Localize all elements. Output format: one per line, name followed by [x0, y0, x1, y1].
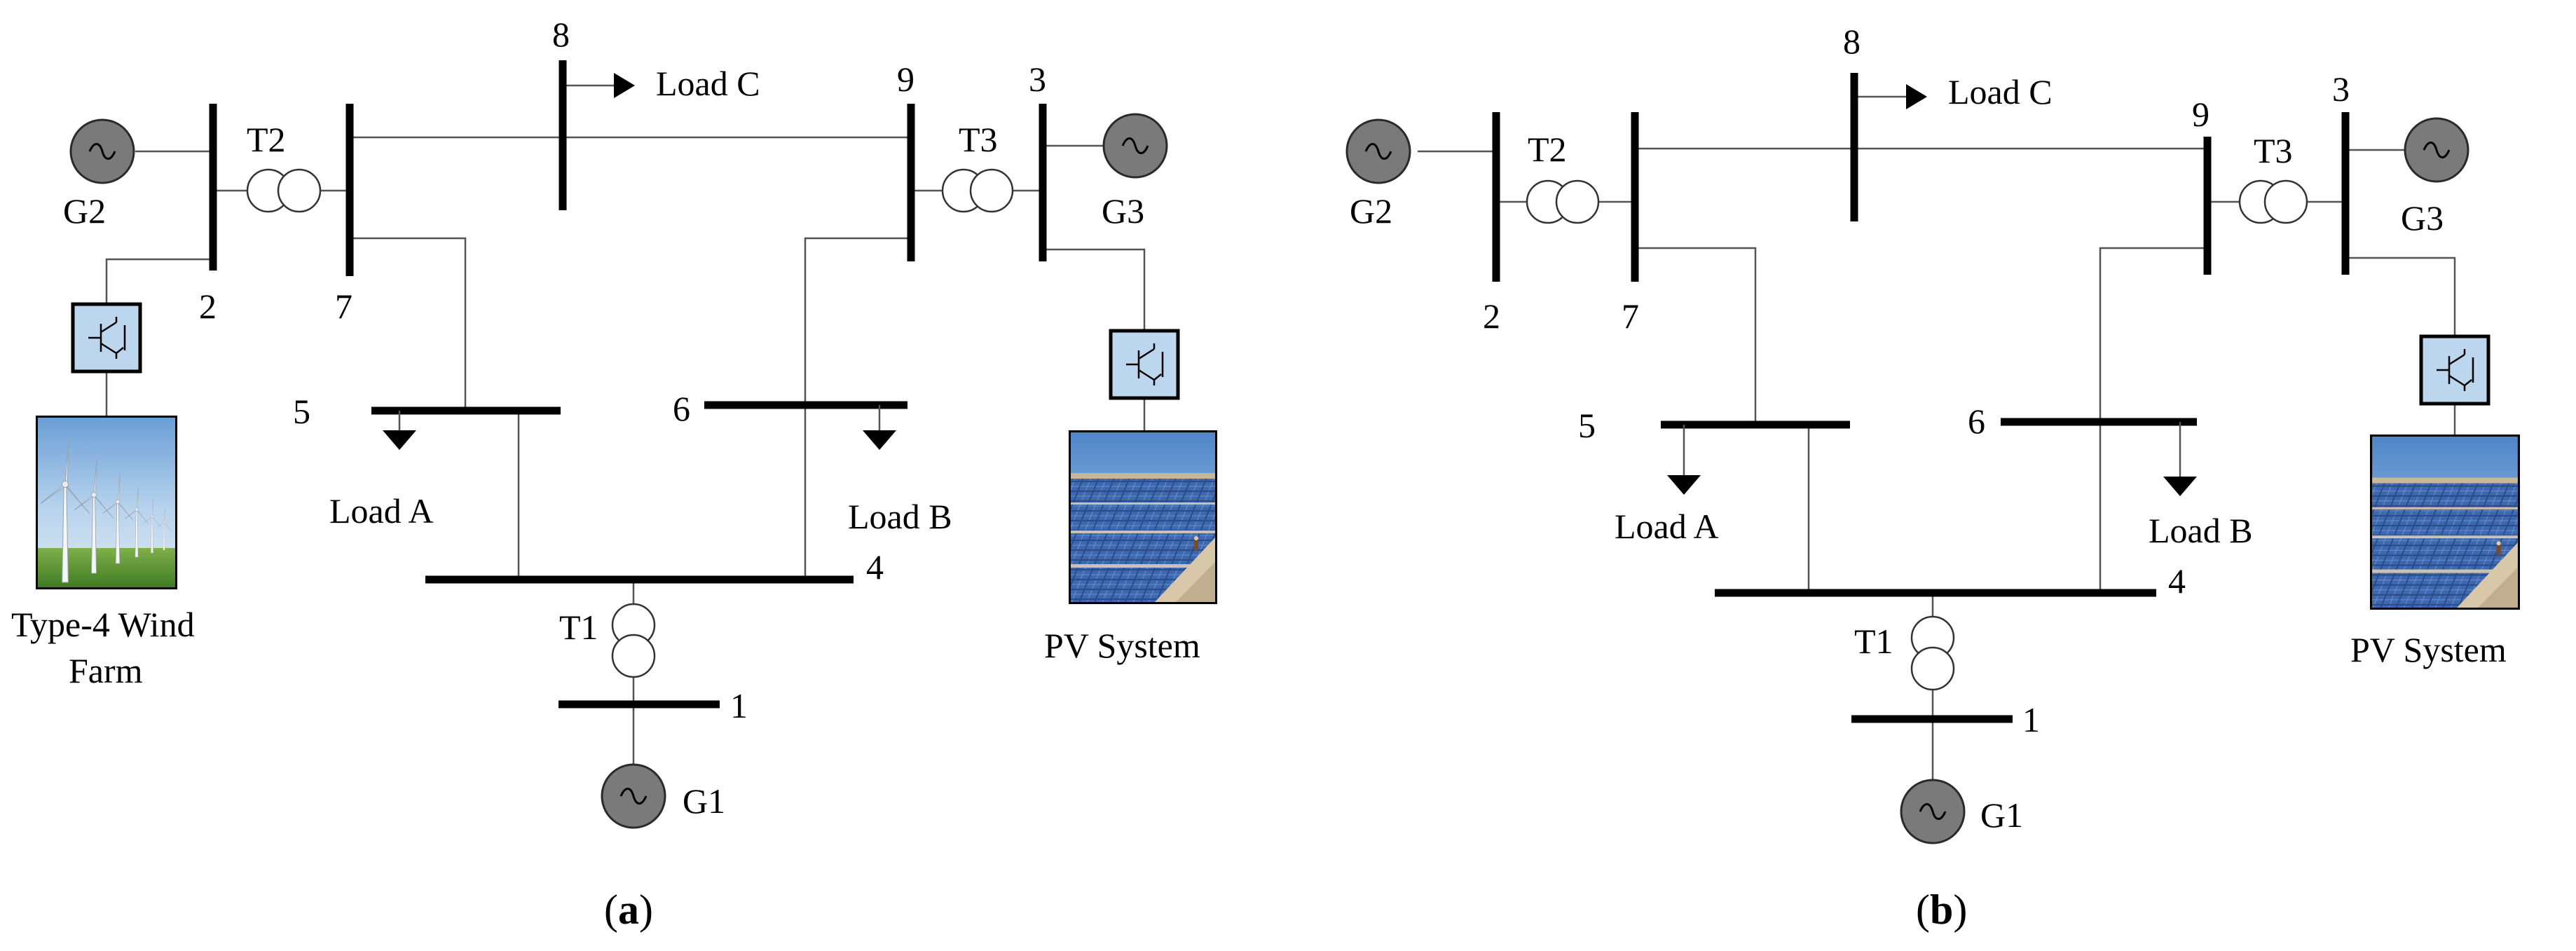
bus-label-5: 5: [1578, 406, 1596, 445]
transformer-t2-icon: [246, 168, 322, 213]
bus-label-3: 3: [2332, 69, 2350, 109]
load-c-arrow-icon: [1906, 84, 1927, 109]
load-a-label: Load A: [1615, 507, 1719, 546]
wind-farm-photo-icon: [36, 416, 177, 589]
load-a-arrow-icon: [1667, 425, 1701, 495]
transformer-t1-icon: [611, 603, 656, 678]
transformer-label-t2: T2: [1528, 130, 1567, 169]
wire-bus9-bus6: [2099, 247, 2207, 422]
panel-caption-b: (b): [1916, 887, 1967, 933]
wire-bus9-bus6: [804, 237, 911, 405]
generator-g3-icon: [1102, 113, 1168, 179]
wire-bus7-bus5: [350, 237, 467, 411]
pv-converter-icon: [1109, 329, 1180, 400]
generator-label-g1: G1: [683, 781, 725, 821]
generator-label-g1: G1: [1980, 795, 2023, 835]
wire-bus3-pv-converter: [2345, 256, 2456, 336]
bus-label-7: 7: [1622, 296, 1639, 336]
transformer-t1-icon: [1910, 615, 1955, 691]
generator-g3-icon: [2404, 117, 2469, 183]
bus-label-9: 9: [2192, 95, 2210, 134]
generator-g2-icon: [1345, 118, 1411, 184]
load-c-arrow-icon: [614, 73, 635, 98]
load-b-label: Load B: [848, 497, 952, 536]
generator-g2-icon: [69, 118, 135, 184]
load-b-arrow-icon: [2163, 422, 2197, 496]
bus-label-2: 2: [1483, 296, 1500, 336]
generator-label-g3: G3: [2401, 198, 2444, 238]
bus-label-5: 5: [293, 392, 310, 431]
transformer-t3-icon: [941, 168, 1014, 213]
transformer-label-t3: T3: [959, 120, 998, 159]
wire-bus2-wind-converter: [105, 258, 213, 304]
load-a-label: Load A: [329, 491, 434, 531]
panel-caption-b-letter: b: [1930, 887, 1953, 933]
generator-label-g2: G2: [1350, 191, 1392, 231]
pv-system-photo-icon: [1069, 430, 1217, 604]
load-a-arrow-icon: [383, 411, 416, 450]
generator-g1-icon: [1900, 779, 1966, 844]
bus-label-8: 8: [552, 15, 570, 54]
bus-label-6: 6: [673, 389, 690, 428]
wire-bus3-pv-converter: [1043, 248, 1146, 331]
panel-caption-a: (a): [604, 887, 653, 933]
load-b-arrow-icon: [863, 405, 896, 450]
pv-system-photo-icon: [2370, 435, 2520, 610]
bus-label-9: 9: [897, 60, 914, 99]
bus-label-7: 7: [335, 287, 352, 326]
generator-g1-icon: [601, 763, 666, 829]
load-b-label: Load B: [2149, 511, 2253, 550]
panel-caption-a-letter: a: [618, 887, 639, 933]
panel-a: 8 Load C 9 3 T2 T3 G2 G3 2 7 5 6 Load A …: [11, 15, 1217, 933]
generator-label-g3: G3: [1102, 191, 1144, 231]
panel-b: 8 Load C 9 3 T2 T3 G2 G3 2 7 5 6 Load A …: [1345, 22, 2520, 933]
pv-system-label: PV System: [2350, 630, 2507, 669]
bus-label-8: 8: [1843, 22, 1861, 61]
generator-label-g2: G2: [63, 191, 106, 231]
bus-label-3: 3: [1029, 60, 1046, 99]
transformer-t3-icon: [2238, 179, 2308, 224]
load-c-label: Load C: [656, 64, 760, 103]
wind-converter-icon: [71, 302, 142, 374]
transformer-label-t2: T2: [247, 120, 286, 159]
pv-system-label: PV System: [1044, 626, 1200, 665]
wind-farm-label-line1: Type-4 Wind: [11, 605, 195, 644]
transformer-label-t1: T1: [559, 608, 598, 647]
transformer-t2-icon: [1526, 179, 1600, 224]
transformer-label-t3: T3: [2254, 131, 2293, 170]
bus-label-4: 4: [866, 547, 884, 587]
bus-label-1: 1: [730, 686, 748, 725]
bus-label-4: 4: [2168, 561, 2186, 601]
load-c-label: Load C: [1948, 72, 2053, 111]
transformer-label-t1: T1: [1854, 622, 1893, 661]
bus-label-6: 6: [1968, 402, 1985, 441]
wire-bus7-bus5: [1635, 247, 1757, 425]
bus-label-2: 2: [199, 287, 217, 326]
bus-label-1: 1: [2022, 700, 2040, 739]
pv-converter-icon: [2419, 334, 2491, 406]
wind-farm-label-line2: Farm: [69, 651, 143, 690]
